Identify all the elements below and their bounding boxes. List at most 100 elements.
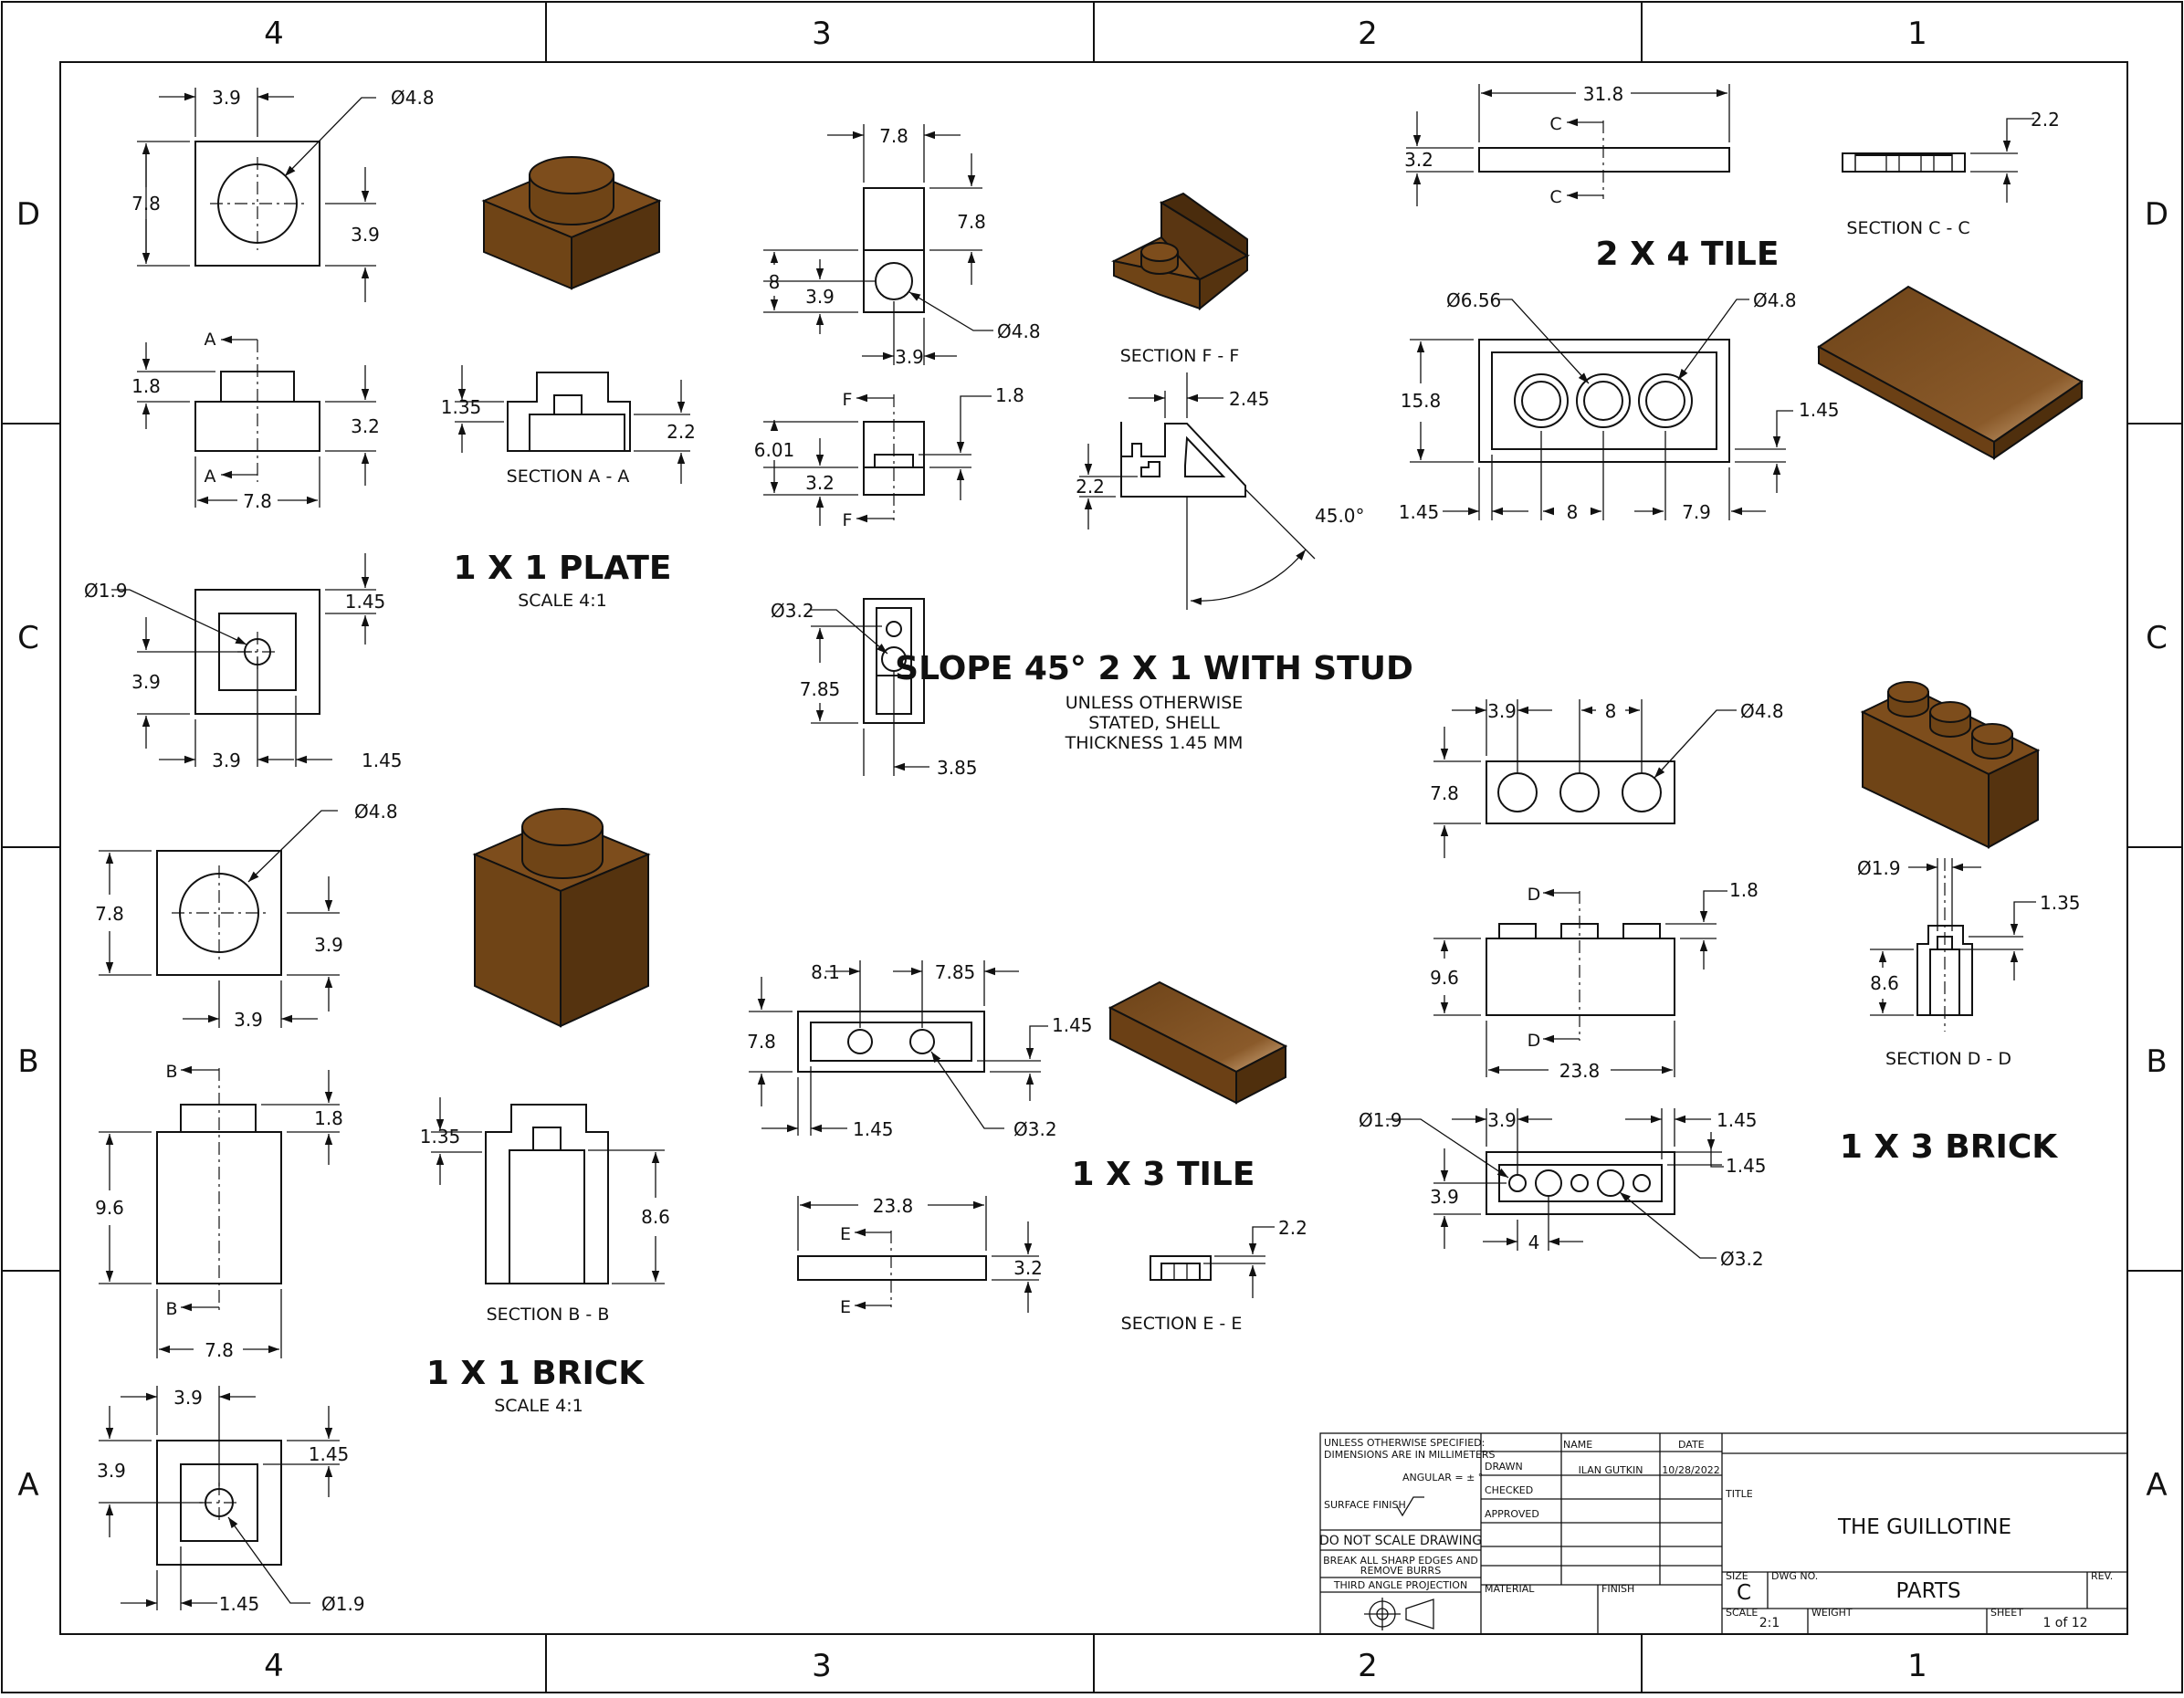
tile3-section-e: 2.2 SECTION E - E (1121, 1217, 1307, 1334)
tb-tolerance-line1: UNLESS OTHERWISE SPECIFIED: (1324, 1437, 1485, 1449)
zone-col-1-bottom: 1 (1907, 1648, 1927, 1684)
zone-col-3-top: 3 (812, 16, 832, 52)
cut-letter-d-bottom: D (1528, 1031, 1541, 1051)
zone-row-c-left: C (17, 620, 39, 656)
tile4-length-dim: 31.8 (1583, 83, 1624, 105)
slope-section-height-dim: 2.2 (1076, 476, 1105, 498)
plate-title: 1 X 1 PLATE (454, 550, 672, 587)
tb-drawn-date: 10/28/2022 (1662, 1464, 1719, 1476)
slope-section-f: 2.45 2.2 45.0° SECTION F - F (1076, 346, 1365, 610)
brick-section-left-dim: 1.35 (420, 1126, 461, 1148)
tile4-bottom-wall-dim: 1.45 (1399, 501, 1440, 523)
brick3-front-stud-dim: 1.8 (1729, 879, 1759, 901)
brick3-front-length-dim: 23.8 (1559, 1060, 1601, 1082)
brick-section-right-dim: 8.6 (641, 1206, 670, 1228)
tile3-pitch1-dim: 8.1 (811, 961, 840, 983)
zone-row-b-left: B (17, 1043, 38, 1080)
plate-top-width-dim: 3.9 (212, 87, 241, 109)
tb-dwg-header: DWG NO. (1771, 1570, 1818, 1582)
plate-top-view: 3.9 7.8 3.9 Ø4.8 (131, 87, 435, 302)
title-block: UNLESS OTHERWISE SPECIFIED: DIMENSIONS A… (1319, 1432, 2128, 1635)
tb-name-header: NAME (1563, 1439, 1592, 1451)
slope-section-width-dim: 2.45 (1229, 388, 1270, 410)
third-angle-projection-icon (1364, 1598, 1434, 1630)
brick-front-view: B B 1.8 9.6 7.8 (95, 1062, 343, 1361)
zone-col-4-top: 4 (264, 16, 284, 52)
brick3-top-view: 3.9 8 Ø4.8 7.8 (1430, 699, 1784, 858)
slope-top-left2-dim: 3.9 (805, 286, 835, 308)
slope-front-left1-dim: 6.01 (754, 439, 795, 461)
slope-views: 7.8 7.8 8 3.9 3.9 Ø4.8 F F (754, 124, 1413, 779)
tile4-end-dim: 7.9 (1682, 501, 1711, 523)
tb-material: MATERIAL (1485, 1583, 1535, 1595)
slope-front-left2-dim: 3.2 (805, 472, 835, 494)
brick3-bottom-end-dim: 3.9 (1487, 1109, 1517, 1131)
brick3-bottom-wall-dim: 1.45 (1717, 1109, 1758, 1131)
brick3-bottom-pitch-dim: 4 (1528, 1232, 1540, 1253)
tile4-section-c: 2.2 SECTION C - C (1842, 109, 2060, 238)
slope-stud-diameter-dim: Ø4.8 (997, 320, 1041, 342)
brick3-title: 1 X 3 BRICK (1840, 1128, 2058, 1166)
slope-isometric (1110, 192, 1251, 311)
brick3-top-width-dim: 7.8 (1430, 782, 1459, 804)
tb-burrs-line1: BREAK ALL SHARP EDGES AND (1323, 1555, 1478, 1567)
tb-dwg-number: PARTS (1895, 1579, 1960, 1603)
tb-sheet-header: SHEET (1990, 1607, 2023, 1619)
slope-bottom-height-dim: 7.85 (800, 678, 841, 700)
zone-row-d-left: D (16, 196, 40, 233)
tile3-width-dim: 7.8 (747, 1031, 776, 1053)
plate-scale: SCALE 4:1 (518, 591, 607, 611)
cut-letter-b-bottom: B (165, 1299, 177, 1319)
slope-title: SLOPE 45° 2 X 1 WITH STUD (895, 650, 1413, 687)
brick-bottom-right-dim: 1.45 (309, 1443, 350, 1465)
tb-scale-header: SCALE (1726, 1607, 1758, 1619)
tb-title: THE GUILLOTINE (1837, 1515, 2011, 1539)
brick-bottom-height-dim: 3.9 (97, 1460, 126, 1482)
section-b-label: SECTION B - B (487, 1305, 610, 1325)
tb-burrs-line2: REMOVE BURRS (1360, 1565, 1441, 1577)
slope-note-line2: STATED, SHELL (1088, 713, 1220, 733)
tile3-pitch2-dim: 7.85 (935, 961, 976, 983)
cut-letter-e-bottom: E (840, 1297, 851, 1317)
tb-size-header: SIZE (1726, 1570, 1748, 1582)
brick3-section-hole-dim: Ø1.9 (1857, 857, 1901, 879)
zone-labels: 4 3 2 1 4 3 2 1 D C B A D C B A (16, 16, 2168, 1684)
section-a-label: SECTION A - A (507, 466, 630, 487)
cut-letter-f-top: F (843, 390, 853, 410)
zone-col-1-top: 1 (1907, 16, 1927, 52)
cut-letter-a-top: A (205, 330, 216, 350)
tile3-front-view: E E 23.8 3.2 (797, 1195, 1043, 1317)
tile-1x3-views: 8.1 7.85 7.8 1.45 1.45 Ø3.2 E E (747, 960, 1307, 1334)
brick-bottom-width2-dim: 1.45 (219, 1593, 260, 1615)
tile3-isometric (1108, 980, 1288, 1105)
tb-approved: APPROVED (1485, 1508, 1539, 1520)
tb-checked: CHECKED (1485, 1484, 1533, 1496)
brick-title: 1 X 1 BRICK (426, 1355, 645, 1392)
tile4-isometric (1817, 285, 2084, 460)
tb-angular: ANGULAR = ± ° (1402, 1472, 1483, 1483)
zone-row-a-left: A (17, 1467, 38, 1504)
tb-rev-header: REV. (2091, 1570, 2113, 1582)
brick-front-height-dim: 9.6 (95, 1197, 124, 1219)
tb-sheet: 1 of 12 (2042, 1616, 2087, 1630)
slope-top-width2-dim: 3.9 (895, 346, 924, 368)
tile3-height-dim: 3.2 (1013, 1257, 1043, 1279)
tile4-inner-diameter-dim: Ø4.8 (1753, 289, 1797, 311)
brick-top-right-dim: 3.9 (314, 934, 343, 956)
plate-front-width-dim: 7.8 (243, 490, 272, 512)
tile3-title: 1 X 3 TILE (1072, 1156, 1255, 1193)
tile-2x4-views: C C 31.8 3.2 2.2 SECTION C - C 2 X 4 TIL… (1399, 83, 2084, 523)
brick3-isometric (1860, 681, 2041, 849)
plate-front-view: A A 1.8 3.2 7.8 (131, 330, 380, 512)
brick-stud-diameter-dim: Ø4.8 (354, 801, 398, 823)
tb-tolerance-line2: DIMENSIONS ARE IN MILLIMETERS (1324, 1449, 1496, 1461)
plate-bottom-width-dim: 3.9 (212, 749, 241, 771)
cut-letter-c-top: C (1549, 114, 1561, 134)
brick-top-height-dim: 7.8 (95, 903, 124, 925)
tile3-bottom-view: 8.1 7.85 7.8 1.45 1.45 Ø3.2 (747, 960, 1093, 1140)
slope-top-left1-dim: 8 (769, 271, 781, 293)
zone-col-4-bottom: 4 (264, 1648, 284, 1684)
tile3-length-dim: 23.8 (873, 1195, 914, 1217)
cut-letter-f-bottom: F (843, 510, 853, 530)
